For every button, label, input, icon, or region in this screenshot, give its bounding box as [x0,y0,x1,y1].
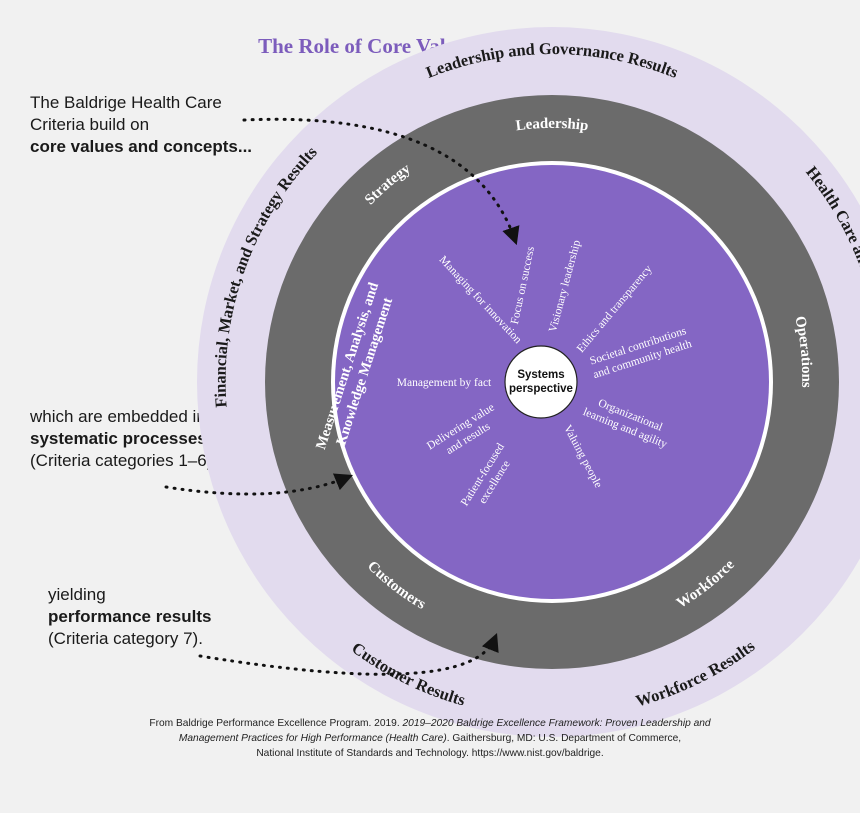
callout-line: The Baldrige Health Care [30,93,222,112]
citation-part1: From Baldrige Performance Excellence Pro… [149,718,400,729]
callout-line: (Criteria categories 1–6) [30,451,213,470]
callout-bold: performance results [48,607,212,626]
arrow-to-processes [164,473,353,496]
center-line1: Systems [517,369,564,381]
source-citation: From Baldrige Performance Excellence Pro… [100,716,760,761]
systems-perspective-circle [504,345,578,419]
center-line2: perspective [509,383,573,395]
callout-line: which are embedded in [30,407,206,426]
callout-systematic-processes: which are embedded in systematic process… [30,406,221,472]
citation-italic1: 2019–2020 Baldrige Excellence Framework:… [402,718,711,729]
citation-part2: . Gaithersburg, MD: U.S. Department of C… [446,733,682,744]
arrow-to-core-values [242,117,520,246]
middle-ring-leadership-label: Leadership [515,116,589,134]
callout-bold: core values and concepts... [30,137,253,156]
callout-core-values: The Baldrige Health Care Criteria build … [30,92,252,158]
callout-bold: systematic processes... [30,429,221,448]
callout-performance-results: yielding performance results (Criteria c… [48,584,211,650]
citation-italic2: Management Practices for High Performanc… [178,733,447,744]
arrow-to-results [198,632,499,676]
callout-line: Criteria build on [30,115,150,134]
value-management-by-fact: Management by fact [397,377,492,389]
callout-line: yielding [48,585,106,604]
citation-part3: National Institute of Standards and Tech… [256,748,604,759]
callout-line: (Criteria category 7). [48,629,203,648]
